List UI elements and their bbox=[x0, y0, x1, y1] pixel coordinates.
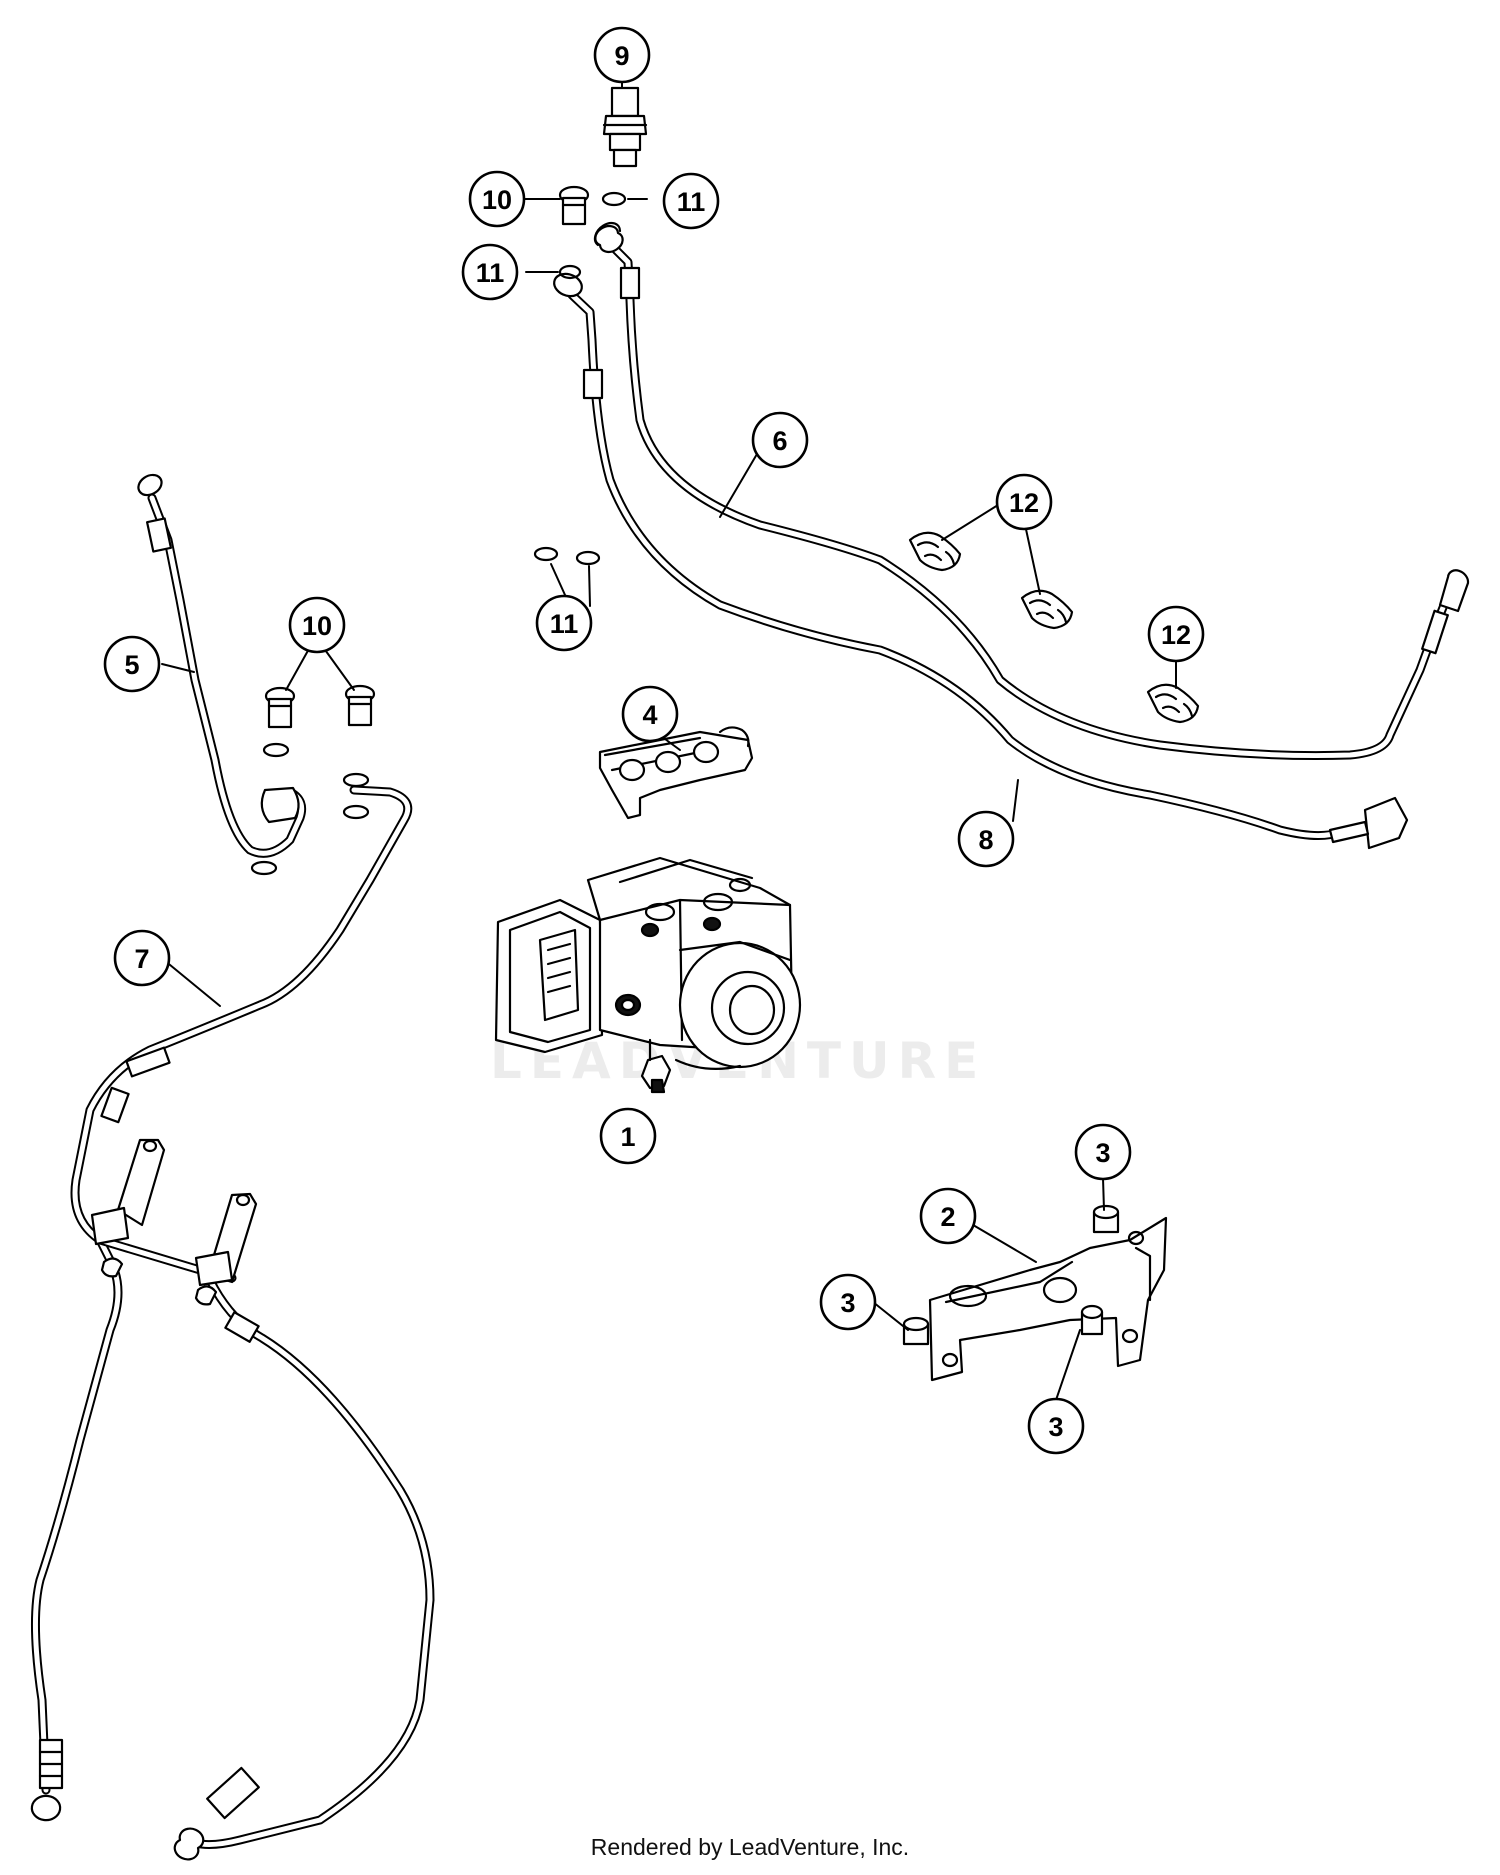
banjo-bolt-10-top[interactable] bbox=[558, 185, 590, 226]
callout-label: 3 bbox=[1048, 1412, 1063, 1442]
callout-c3a[interactable]: 3 bbox=[1074, 1123, 1132, 1181]
abs-unit-1[interactable] bbox=[494, 856, 802, 1094]
callout-c2[interactable]: 2 bbox=[919, 1187, 977, 1245]
brake-line-5[interactable] bbox=[137, 473, 307, 858]
brake-line-7[interactable] bbox=[30, 785, 435, 1861]
callout-c11b[interactable]: 11 bbox=[461, 243, 519, 301]
callout-c1[interactable]: 1 bbox=[599, 1107, 657, 1165]
bolt-3-top[interactable] bbox=[1092, 1204, 1120, 1234]
callout-c6[interactable]: 6 bbox=[751, 411, 809, 469]
callout-label: 10 bbox=[482, 185, 512, 215]
callout-circle bbox=[819, 1273, 877, 1331]
callout-label: 11 bbox=[476, 258, 505, 288]
clip-12-c[interactable] bbox=[1146, 683, 1200, 724]
clip-12-a[interactable] bbox=[908, 531, 962, 572]
callout-circle bbox=[751, 411, 809, 469]
callout-circle bbox=[468, 170, 526, 228]
leader-lines bbox=[161, 81, 1177, 1401]
callout-c3b[interactable]: 3 bbox=[819, 1273, 877, 1331]
callout-label: 3 bbox=[840, 1288, 855, 1318]
callout-circle bbox=[919, 1187, 977, 1245]
clip-12-b[interactable] bbox=[1020, 589, 1074, 630]
callout-c12b[interactable]: 12 bbox=[1147, 605, 1205, 663]
callout-label: 12 bbox=[1161, 620, 1191, 650]
callout-circle bbox=[1147, 605, 1205, 663]
callout-c5[interactable]: 5 bbox=[103, 635, 161, 693]
callout-circle bbox=[1027, 1397, 1085, 1455]
washer-11-mid[interactable] bbox=[558, 264, 582, 280]
brake-line-6[interactable] bbox=[594, 224, 1470, 761]
callout-label: 3 bbox=[1095, 1138, 1110, 1168]
washers-11-pair[interactable] bbox=[533, 546, 601, 566]
callout-c11c[interactable]: 11 bbox=[535, 594, 593, 652]
callout-label: 11 bbox=[677, 187, 706, 217]
callout-circle bbox=[599, 1107, 657, 1165]
banjo-bolt-10-left[interactable] bbox=[264, 686, 296, 729]
callout-c9[interactable]: 9 bbox=[593, 26, 651, 84]
callout-c11a[interactable]: 11 bbox=[662, 172, 720, 230]
callout-circle bbox=[535, 594, 593, 652]
callout-circle bbox=[288, 596, 346, 654]
callout-label: 10 bbox=[302, 611, 332, 641]
footer-credit: Rendered by LeadVenture, Inc. bbox=[590, 1834, 910, 1860]
brake-line-8[interactable] bbox=[553, 272, 1409, 850]
banjo-bolt-10-right[interactable] bbox=[344, 684, 376, 727]
callout-label: 11 bbox=[550, 609, 579, 639]
callout-circle bbox=[662, 172, 720, 230]
callout-label: 12 bbox=[1009, 488, 1039, 518]
callout-label: 6 bbox=[772, 426, 787, 456]
callout-circle bbox=[957, 810, 1015, 868]
callout-circle bbox=[103, 635, 161, 693]
callout-label: 9 bbox=[614, 41, 629, 71]
callout-circle bbox=[995, 473, 1053, 531]
callout-label: 4 bbox=[642, 700, 657, 730]
callout-c8[interactable]: 8 bbox=[957, 810, 1015, 868]
callout-label: 8 bbox=[978, 825, 993, 855]
callout-label: 1 bbox=[620, 1122, 635, 1152]
callout-circle bbox=[113, 929, 171, 987]
bolt-3-left[interactable] bbox=[902, 1316, 930, 1346]
callout-c10a[interactable]: 10 bbox=[468, 170, 526, 228]
callout-label: 5 bbox=[124, 650, 139, 680]
washer-11-top[interactable] bbox=[601, 191, 627, 207]
callout-label: 2 bbox=[940, 1202, 955, 1232]
callout-c7[interactable]: 7 bbox=[113, 929, 171, 987]
bolt-3-right[interactable] bbox=[1080, 1304, 1104, 1336]
callout-label: 7 bbox=[134, 944, 149, 974]
callout-c4[interactable]: 4 bbox=[621, 685, 679, 743]
callout-circle bbox=[461, 243, 519, 301]
mount-bracket-2[interactable] bbox=[928, 1216, 1168, 1382]
callout-c3c[interactable]: 3 bbox=[1027, 1397, 1085, 1455]
callout-c10b[interactable]: 10 bbox=[288, 596, 346, 654]
callout-c12a[interactable]: 12 bbox=[995, 473, 1053, 531]
fitting-9[interactable] bbox=[602, 86, 648, 168]
holder-4[interactable] bbox=[598, 726, 754, 820]
callout-circle bbox=[621, 685, 679, 743]
callout-circle bbox=[593, 26, 651, 84]
banjo-6-end bbox=[593, 221, 622, 247]
callout-circle bbox=[1074, 1123, 1132, 1181]
